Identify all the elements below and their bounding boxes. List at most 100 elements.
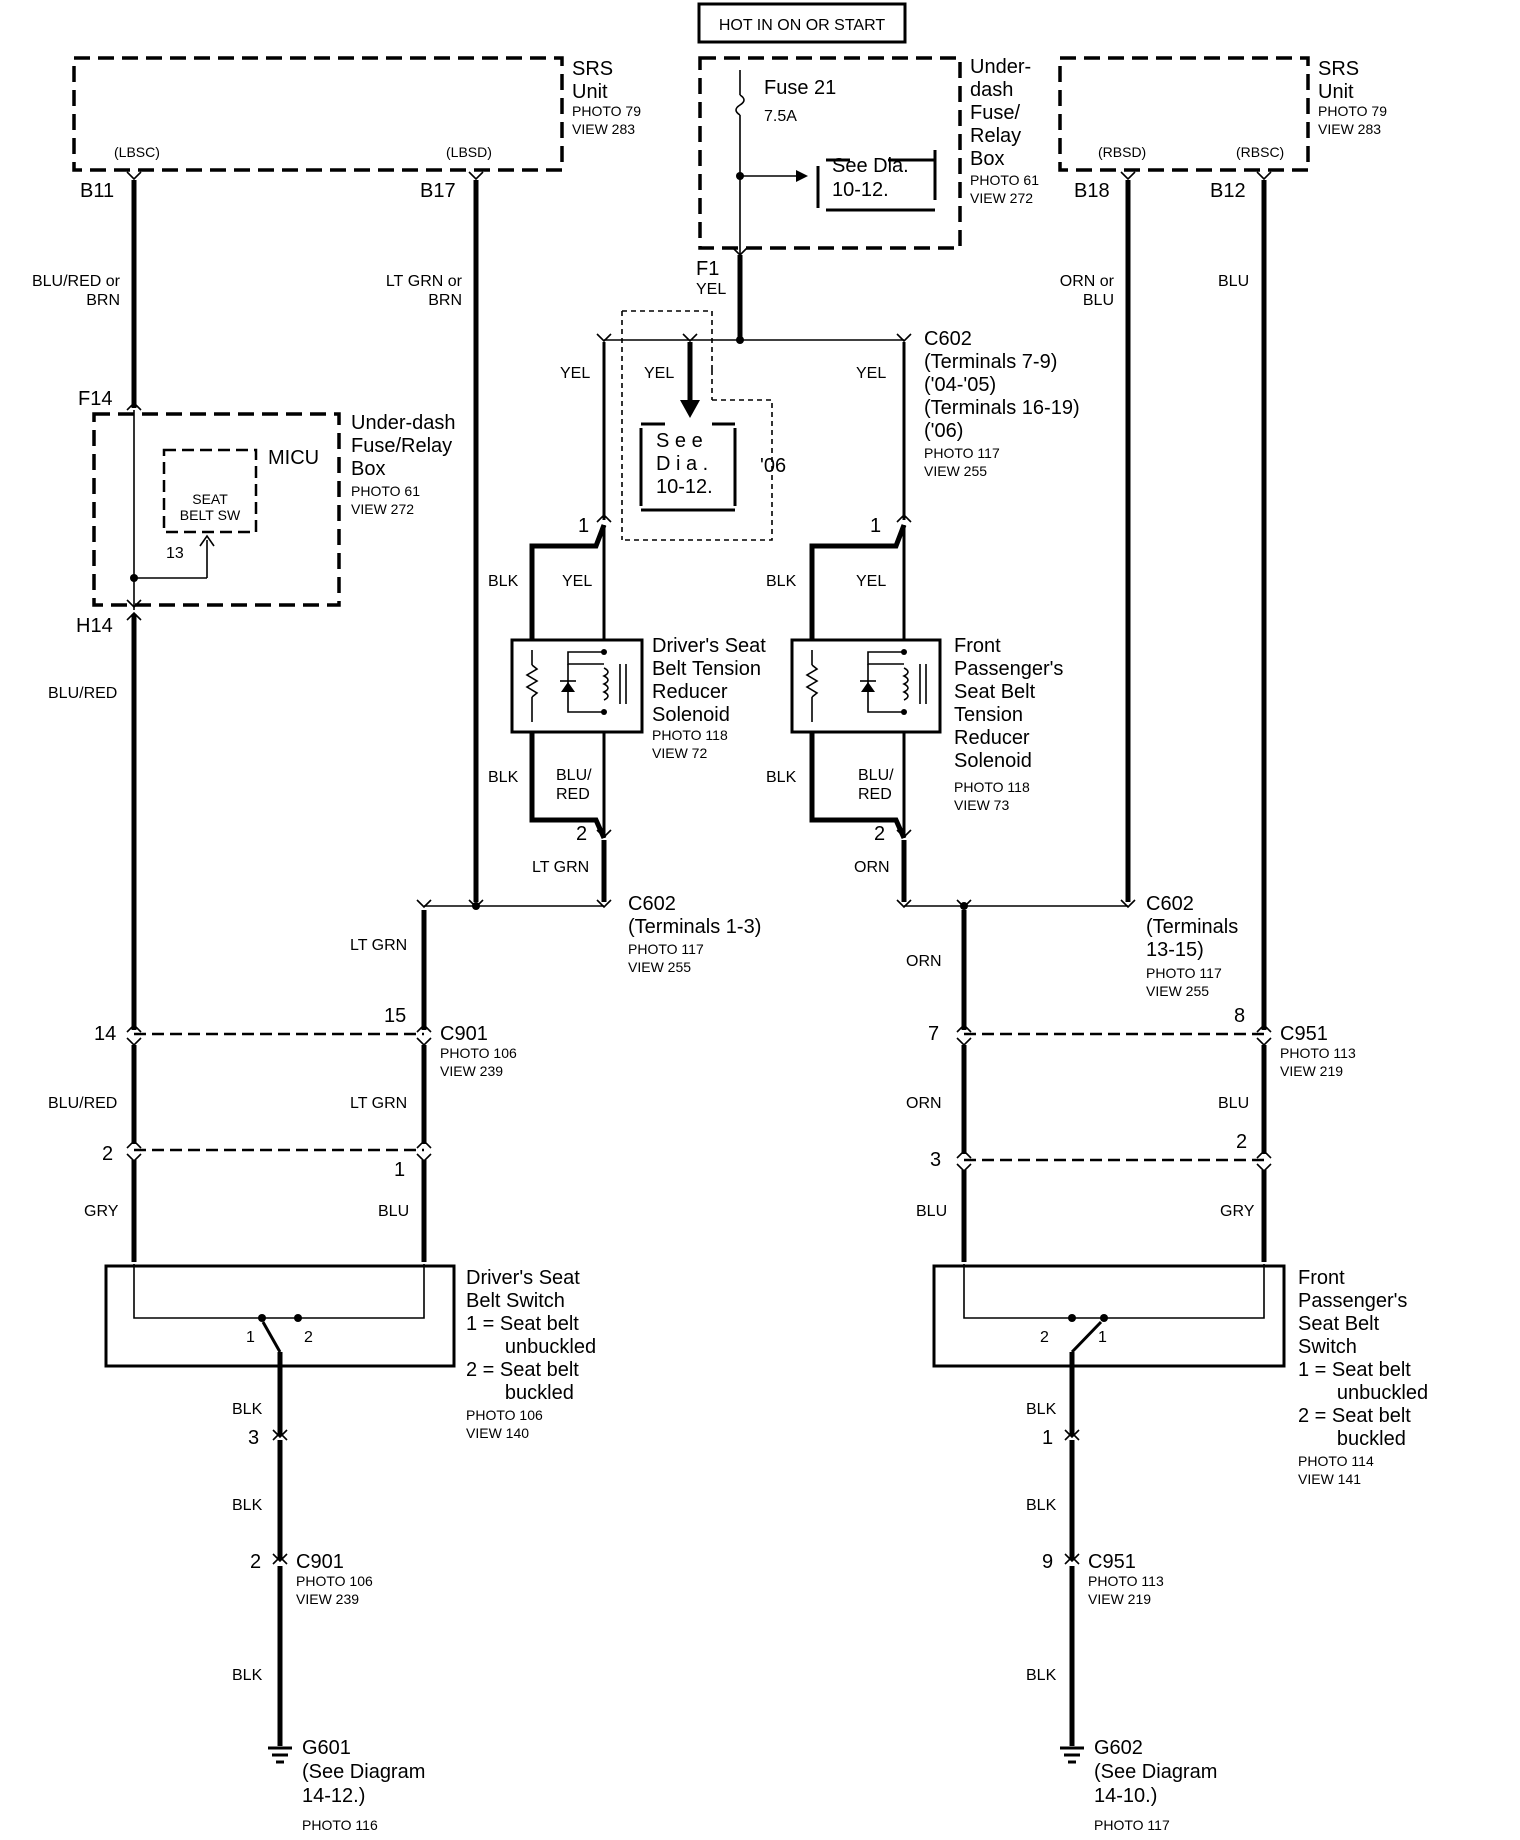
arrow-right-icon (796, 170, 808, 182)
wire-b12: BLU (1218, 273, 1249, 290)
pin-rbsd: (RBSD) (1098, 144, 1146, 160)
c901-conn: C901 (440, 1023, 488, 1045)
drv-switch-pos2: 2 (304, 1329, 313, 1346)
hot-label: HOT IN ON OR START (719, 17, 885, 34)
ground-icon (1060, 1746, 1084, 1764)
c901-wire-blu: BLU (378, 1203, 409, 1220)
see-dia-top: See Dia.10-12. (832, 155, 909, 201)
pin-lbsd: (LBSD) (446, 144, 492, 160)
diode-icon (561, 682, 575, 692)
c901-pin15: 15 (384, 1005, 406, 1027)
term-b18: B18 (1074, 180, 1110, 202)
pas-c951-conn: C951 (1088, 1551, 1136, 1573)
c951-conn: C951 (1280, 1023, 1328, 1045)
drv-wire-blk1: BLK (232, 1401, 263, 1418)
c951-wire-left: ORN (906, 1095, 942, 1112)
drv-wire-blk-top: BLK (488, 573, 519, 590)
pin-lbsc: (LBSC) (114, 144, 160, 160)
wire-h14: BLU/RED (48, 685, 117, 702)
diode-icon (861, 682, 875, 692)
ground-icon (268, 1746, 292, 1764)
arrow-down-icon (680, 400, 700, 418)
term-f1: F1 (696, 258, 719, 280)
drv-wire-yel: YEL (562, 573, 592, 590)
term-b12: B12 (1210, 180, 1246, 202)
drv-wire-out: LT GRN (532, 859, 589, 876)
c901-wire-left: BLU/RED (48, 1095, 117, 1112)
drv-sol-pin2: 2 (576, 823, 587, 845)
pas-sol-pin1: 1 (870, 515, 881, 537)
wires (131, 180, 1267, 1030)
c602-right-wire: ORN (906, 953, 942, 970)
wire-yel-center: YEL (644, 365, 674, 382)
drv-wire-blk2: BLK (232, 1497, 263, 1514)
splice-top-labels: YEL YEL YEL C602(Terminals 7-9)('04-'05)… (560, 310, 1080, 541)
term-h14: H14 (76, 615, 113, 637)
wire-yel-left: YEL (560, 365, 590, 382)
driver-tension-reducer-solenoid: 1 BLK YEL BLK BLU/RED 2 LT GRN Driver's … (488, 513, 766, 902)
c602-top-conn: C602(Terminals 7-9)('04-'05)(Terminals 1… (924, 328, 1080, 442)
pas-wire-blk2: BLK (1026, 1497, 1057, 1514)
coil-icon (602, 667, 609, 701)
c951-pin2: 2 (1236, 1131, 1247, 1153)
pas-wire-out: ORN (854, 859, 890, 876)
c951-wire-blu: BLU (916, 1203, 947, 1220)
micu-pin-13: 13 (166, 545, 184, 562)
term-b11: B11 (80, 180, 114, 202)
pas-ground-pin1: 1 (1042, 1427, 1053, 1449)
c901-pin2: 2 (102, 1143, 113, 1165)
c602-left-conn: C602(Terminals 1-3) (628, 893, 761, 938)
fuse-21-label: Fuse 21 (764, 77, 836, 99)
c951-pin3: 3 (930, 1149, 941, 1171)
micu-label: MICU (268, 447, 319, 469)
resistor-icon (525, 664, 539, 698)
pas-wire-blk1: BLK (1026, 1401, 1057, 1418)
fuse-icon (735, 94, 745, 116)
drv-wire-blured: BLU/RED (556, 767, 592, 803)
pas-c951-pin9: 9 (1042, 1551, 1053, 1573)
pas-wire-blk3: BLK (1026, 1667, 1057, 1684)
hot-in-on-or-start-box: HOT IN ON OR START (697, 2, 907, 44)
c901-pin14: 14 (94, 1023, 116, 1045)
c951-wire-right: BLU (1218, 1095, 1249, 1112)
pas-switch-pos2: 2 (1040, 1329, 1049, 1346)
wire-f1: YEL (696, 281, 726, 298)
pas-sol-pin2: 2 (874, 823, 885, 845)
term-b17: B17 (420, 180, 456, 202)
pas-switch-pos1: 1 (1098, 1329, 1107, 1346)
pas-wire-blk-top: BLK (766, 573, 797, 590)
pas-wire-blk-bot: BLK (766, 769, 797, 786)
